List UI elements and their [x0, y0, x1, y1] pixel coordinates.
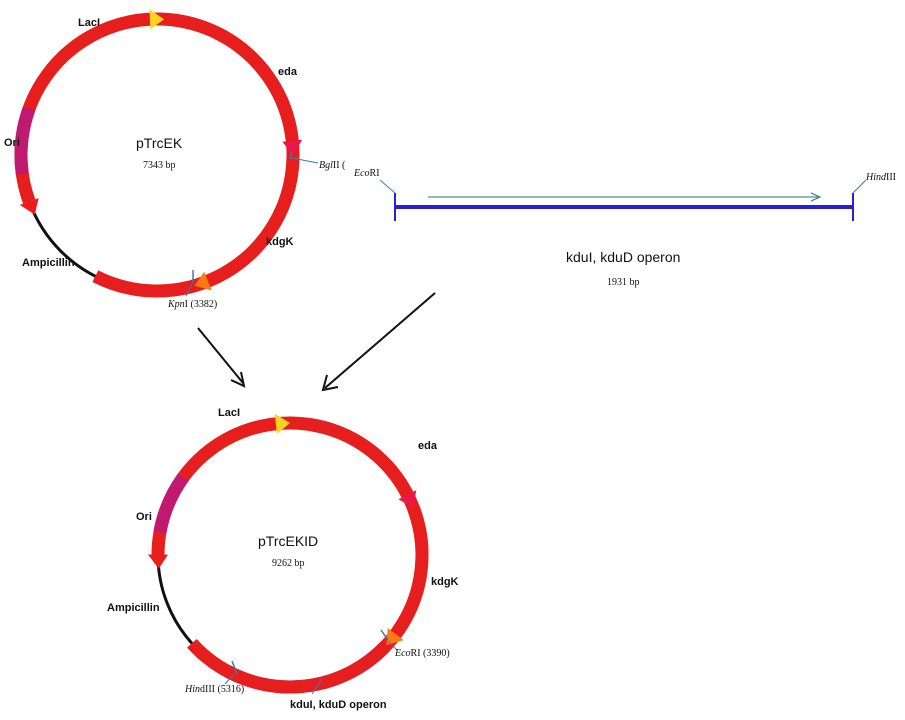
- plasmid1-kpni-label: KpnI (3382): [167, 299, 217, 310]
- plasmid2-ecori-label: EcoRI (3390): [394, 648, 450, 659]
- plasmid2-eda-feature: [311, 418, 414, 499]
- plasmid2-ecori-suffix: RI (3390): [411, 648, 450, 659]
- plasmid2-hindiii-label: HindIII (5316): [184, 684, 244, 695]
- fragment-size: 1931 bp: [607, 277, 640, 288]
- fragment-hindiii-label: HindIII: [865, 172, 896, 183]
- plasmid2-ampicillin-arrowhead: [148, 554, 168, 569]
- fragment-hindiii-name: Hind: [865, 172, 887, 183]
- plasmid1-ori-label: Ori: [4, 137, 20, 149]
- plasmid1-ampicillin-arrowhead: [19, 198, 39, 215]
- plasmid1-bglii-label: BglII (: [319, 160, 346, 171]
- plasmid2-hindiii-leader: [224, 673, 235, 685]
- arrow-plasmid-to-product: [197, 327, 244, 384]
- arrow-plasmid-to-product-head: [230, 371, 246, 388]
- plasmid1-ampicillin-label: Ampicillin: [22, 257, 75, 269]
- plasmid2-hindiii-tick: [231, 660, 238, 675]
- plasmid1-kdgk-label: kdgK: [266, 236, 294, 248]
- plasmid1-bglii-suffix: II (: [333, 160, 346, 171]
- plasmid2-eda-label: eda: [418, 440, 438, 452]
- process-arrows: [197, 292, 436, 392]
- plasmid-ptrcek: LacI eda kdgK Ampicillin Ori pTrcEK 7343…: [4, 9, 380, 310]
- plasmid2-ori-label: Ori: [136, 511, 152, 523]
- plasmid1-eda-label: eda: [278, 66, 298, 78]
- plasmid1-bglii-leader: [291, 157, 319, 164]
- plasmid2-ecori-leader: [387, 640, 398, 651]
- fragment-hindiii-suffix: III: [886, 172, 896, 183]
- plasmid1-kdgk-arrowhead: [194, 271, 212, 291]
- plasmid1-bglii-name: Bgl: [319, 160, 333, 171]
- plasmid1-ecori-label: EcoRI: [353, 168, 380, 179]
- plasmid2-kdgk-label: kdgK: [431, 576, 459, 588]
- plasmid2-eda-arrowhead: [398, 490, 417, 508]
- plasmid1-ori-feature: [14, 106, 36, 175]
- plasmid2-operon-label: kduI, kduD operon: [290, 699, 387, 711]
- plasmid2-hindiii-suffix: dIII (5316): [200, 684, 244, 695]
- fragment-name: kduI, kduD operon: [566, 249, 680, 265]
- plasmid1-kpni-leader: [185, 281, 194, 297]
- arrow-fragment-to-product: [324, 292, 436, 389]
- plasmid1-size: 7343 bp: [143, 160, 176, 171]
- fragment-orf-arrowhead: [810, 192, 822, 202]
- fragment-kdui-kdud: HindIII kduI, kduD operon 1931 bp: [379, 172, 896, 288]
- plasmid-ptrcekid: LacI eda kdgK Ampicillin Ori kduI, kduD …: [107, 407, 459, 711]
- plasmid2-laci-label: LacI: [218, 407, 240, 419]
- plasmid2-ampicillin-label: Ampicillin: [107, 602, 160, 614]
- plasmid2-name: pTrcEKID: [258, 533, 318, 549]
- plasmid1-kpni-suffix: I (3382): [185, 299, 218, 310]
- plasmid2-laci-arrowhead: [274, 413, 290, 434]
- plasmid2-size: 9262 bp: [272, 558, 305, 569]
- fragment-ecori-leader: [379, 179, 396, 194]
- plasmid1-eda-arrowhead: [282, 139, 303, 155]
- plasmid1-laci-arrowhead: [149, 9, 165, 30]
- plasmid2-operon-leader: [311, 678, 323, 695]
- plasmid1-ampicillin-feature: [14, 12, 300, 298]
- arrow-fragment-to-product-head: [321, 374, 339, 392]
- plasmid2-ecori-name: Eco: [394, 648, 411, 659]
- plasmid2-kdgk-arrowhead: [386, 628, 404, 645]
- plasmid2-hindiii-name: Hin: [184, 684, 200, 695]
- plasmid1-ecori-suffix: RI: [370, 168, 380, 179]
- plasmid1-name: pTrcEK: [136, 135, 183, 151]
- plasmid2-ampicillin-feature: [151, 416, 429, 694]
- plasmid1-laci-label: LacI: [78, 17, 100, 29]
- plasmid1-kpni-name: Kpn: [167, 299, 185, 310]
- fragment-hindiii-leader: [852, 179, 867, 194]
- plasmid1-ecori-name: Eco: [353, 168, 370, 179]
- plasmid2-ecori-tick: [380, 629, 389, 641]
- plasmid2-ori-feature: [153, 473, 189, 534]
